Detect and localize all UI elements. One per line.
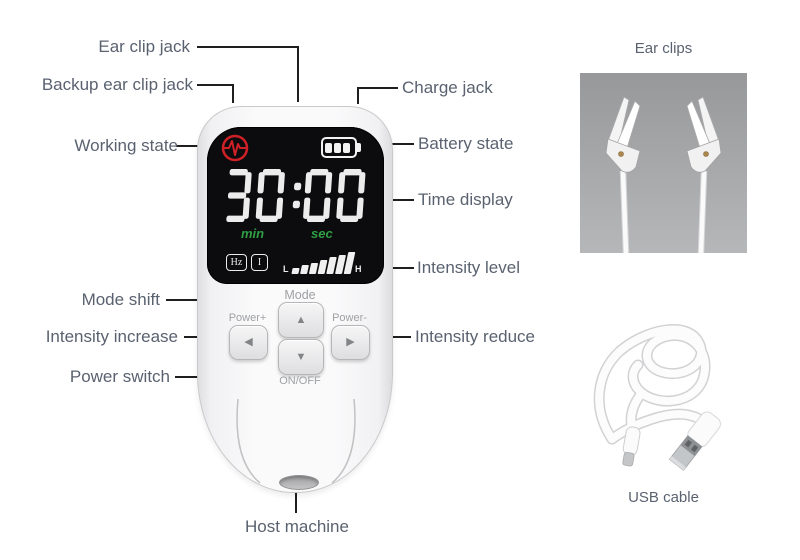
left-arrow-icon: ◀ [244,336,253,348]
device-host-machine: min sec Hz I L H Mode ▲ Power+ ◀ Power- … [197,106,393,493]
usb-a-plug [668,411,721,471]
label-charge-jack: Charge jack [402,78,493,97]
label-time-display: Time display [418,190,513,209]
usb-cable-image [593,324,721,471]
device-screen: min sec Hz I L H [207,127,384,284]
label-mode-shift: Mode shift [81,290,160,309]
intensity-increase-button: ◀ [229,325,268,360]
label-host-machine: Host machine [245,517,349,536]
sec-label: sec [311,226,333,241]
time-display-digits [226,169,366,222]
intensity-mode-icon: I [251,254,268,271]
hz-mode-icon: Hz [226,254,247,271]
min-label: min [241,226,265,241]
up-arrow-icon: ▲ [295,313,307,326]
power-switch-button: ▼ [278,339,324,375]
power-minus-label: Power- [332,312,367,324]
mode-up-button: ▲ [278,302,324,338]
battery-nub [357,143,361,152]
label-working-state: Working state [74,136,178,155]
usb-cable-title: USB cable [628,489,699,506]
label-intensity-reduce: Intensity reduce [415,327,536,346]
ear-clips-title: Ear clips [634,40,693,57]
down-arrow-icon: ▼ [295,350,307,363]
intensity-reduce-button: ▶ [331,325,370,360]
label-intensity-increase: Intensity increase [45,327,178,346]
label-power-switch: Power switch [69,367,170,386]
device-seam-lines [236,398,356,484]
power-plus-label: Power+ [228,312,267,324]
intensity-level-indicator: L H [283,247,362,275]
label-ear-clip-jack: Ear clip jack [98,37,190,56]
battery-bar [325,142,332,153]
battery-icon [321,137,361,158]
label-intensity-level: Intensity level [417,258,520,277]
mode-button-label: Mode [284,288,316,302]
battery-bar [334,142,341,153]
intensity-high-label: H [355,264,362,274]
ear-clips-image [605,96,722,253]
on-off-button-label: ON/OFF [279,375,321,387]
device-bottom-hole [279,475,319,490]
label-backup-ear-clip-jack: Backup ear clip jack [41,75,193,94]
ear-clips-photo [580,73,747,253]
battery-bar [343,142,350,153]
usb-c-plug [622,426,641,467]
intensity-low-label: L [283,264,289,274]
label-battery-state: Battery state [418,134,514,153]
right-arrow-icon: ▶ [346,336,355,348]
usb-cable-photo [582,289,750,481]
working-state-icon [221,134,249,162]
